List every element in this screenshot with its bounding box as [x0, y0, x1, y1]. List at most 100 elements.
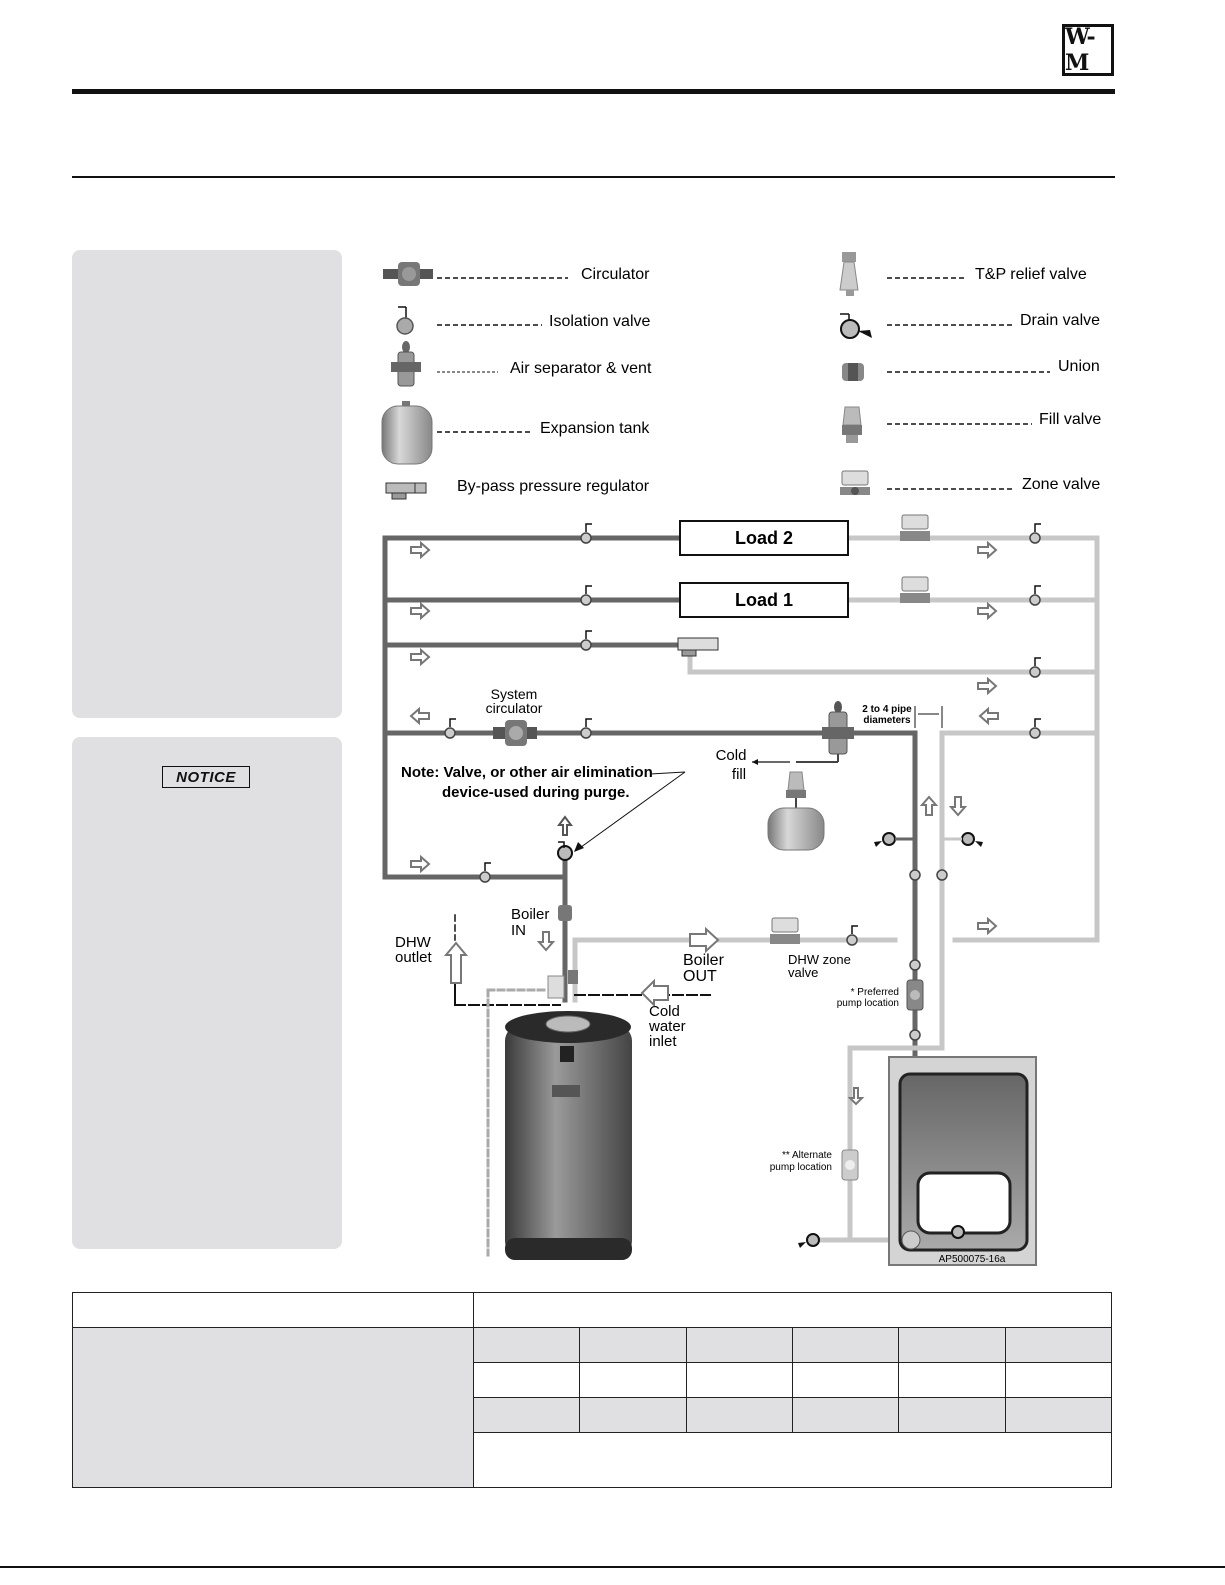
drain-valve-icon	[840, 313, 872, 339]
table-cell	[579, 1397, 687, 1433]
dhw-zone-label-2: valve	[788, 965, 818, 980]
table-cell	[685, 1327, 793, 1363]
isolation-valve-icon	[396, 306, 414, 335]
piping	[382, 535, 1100, 1257]
table-cell	[579, 1327, 687, 1363]
tank-fittings	[547, 970, 578, 999]
circulator-icon	[383, 262, 433, 286]
system-expansion-tank	[767, 807, 825, 851]
purge-arrow	[557, 815, 573, 836]
table-cell	[685, 1397, 793, 1433]
purge-note-line-2: device-used during purge.	[442, 784, 630, 801]
side-panel-top	[72, 250, 342, 718]
fill-valve-icon	[842, 406, 862, 443]
footer-rule	[0, 1566, 1225, 1568]
relief-valve-icon	[839, 252, 859, 296]
system-fill-valve	[786, 771, 806, 798]
table-cell	[791, 1362, 900, 1398]
alternate-pump-label-1: ** Alternate	[782, 1150, 832, 1161]
load-2-box: Load 2	[679, 520, 849, 556]
cold-water-label-1: Cold	[649, 1003, 680, 1020]
legend-airsep-label: Air separator & vent	[510, 360, 652, 377]
preferred-pump	[906, 979, 924, 1011]
dhw-outlet-label-2: outlet	[395, 949, 433, 966]
zone-valve-load2	[900, 514, 930, 541]
table-cell	[898, 1327, 1006, 1363]
legend-zone-label: Zone valve	[1022, 476, 1100, 493]
air-separator-icon	[391, 341, 421, 387]
legend-union-label: Union	[1058, 358, 1100, 375]
system-circulator-label-2: circulator	[486, 700, 543, 716]
brand-logo: W-M	[1062, 24, 1114, 76]
notice-badge: NOTICE	[162, 766, 250, 788]
legend-exptank-label: Expansion tank	[540, 420, 650, 437]
expansion-tank-icon	[381, 401, 433, 465]
table-cell	[685, 1362, 793, 1398]
table-cell	[472, 1362, 581, 1398]
table-cell	[898, 1362, 1006, 1398]
zone-valve-load1	[900, 576, 930, 603]
side-panel-notice	[72, 737, 342, 1249]
system-circulator-label-1: System	[491, 686, 538, 702]
table-side-cell	[72, 1327, 474, 1488]
zone-valve-icon	[840, 470, 870, 495]
table-footer-cell	[473, 1432, 1112, 1488]
pipe-diameter-label-2: diameters	[863, 715, 911, 726]
table-cell	[1004, 1362, 1113, 1398]
system-air-separator	[822, 701, 854, 755]
boiler-out-label-2: OUT	[683, 968, 717, 985]
dhw-zone-label-1: DHW zone	[788, 952, 851, 967]
legend-circulator-label: Circulator	[581, 266, 650, 283]
isolation-valves	[444, 532, 1041, 1041]
table-cell	[579, 1362, 687, 1398]
table-header-cell-right	[473, 1292, 1112, 1328]
boiler-in-label-1: Boiler	[511, 906, 549, 923]
dhw-outlet-label-1: DHW	[395, 934, 432, 951]
load-2-label: Load 2	[735, 528, 793, 548]
load-1-box: Load 1	[679, 582, 849, 618]
header-rule	[72, 89, 1115, 94]
data-table	[72, 1292, 1113, 1488]
legend-drain-label: Drain valve	[1020, 312, 1100, 329]
flow-arrows	[409, 540, 999, 1106]
boiler-out-label-1: Boiler	[683, 952, 725, 969]
table-cell	[791, 1397, 900, 1433]
valve-handles	[449, 523, 1041, 934]
boiler-in-union	[558, 905, 572, 921]
table-cell	[898, 1397, 1006, 1433]
bypass-regulator-icon	[385, 482, 427, 500]
legend-isolation-label: Isolation valve	[549, 313, 650, 330]
section-rule	[72, 176, 1115, 178]
table-header-cell-left	[72, 1292, 474, 1328]
cold-water-label-2: water	[648, 1018, 686, 1035]
table-cell	[1004, 1327, 1113, 1363]
legend: Circulator Isolation valve Air separator…	[381, 252, 1101, 500]
alternate-pump	[841, 1149, 859, 1181]
table-cell	[472, 1327, 581, 1363]
dhw-zone-valve	[770, 917, 800, 944]
dhw-heater-tank	[505, 1011, 632, 1260]
preferred-pump-label-1: * Preferred	[851, 987, 899, 998]
drain-valves	[798, 832, 983, 1248]
preferred-pump-label-2: pump location	[837, 998, 899, 1009]
union-icon	[842, 363, 864, 381]
boiler-in-label-2: IN	[511, 922, 526, 939]
system-circulator	[493, 720, 537, 746]
legend-bypass-label: By-pass pressure regulator	[457, 478, 650, 495]
cold-fill-label-2: fill	[732, 766, 746, 783]
alternate-pump-label-2: pump location	[770, 1162, 832, 1173]
legend-relief-label: T&P relief valve	[975, 266, 1087, 283]
pipe-diameter-label-1: 2 to 4 pipe	[862, 704, 912, 715]
legend-fill-label: Fill valve	[1039, 411, 1101, 428]
table-cell	[1004, 1397, 1113, 1433]
purge-note-line-1: Note: Valve, or other air elimination	[401, 764, 653, 781]
bypass-regulator	[677, 637, 719, 657]
purge-valve	[557, 841, 573, 861]
table-cell	[472, 1397, 581, 1433]
load-1-label: Load 1	[735, 590, 793, 610]
piping-diagram: Circulator Isolation valve Air separator…	[381, 252, 1101, 1266]
boiler-unit	[888, 1056, 1037, 1266]
table-cell	[791, 1327, 900, 1363]
diagram-code: AP500075-16a	[939, 1254, 1006, 1265]
cold-water-label-3: inlet	[649, 1033, 677, 1050]
